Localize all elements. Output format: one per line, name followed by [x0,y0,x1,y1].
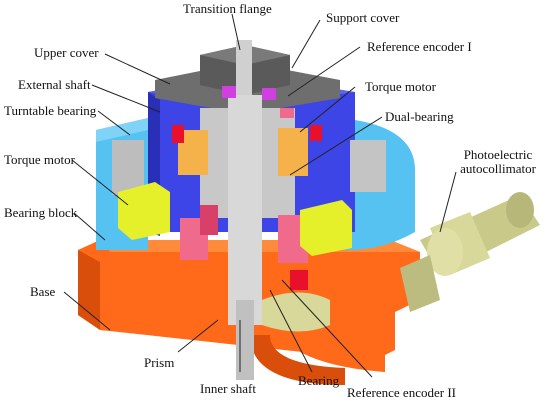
label-transition-flange: Transition flange [183,1,272,16]
leader-lines [63,13,457,378]
label-photoelectric-line1: Photoelectric [463,147,533,162]
accent-parts [172,86,322,143]
label-photoelectric-autocollimator: Photoelectric autocollimator [452,148,544,176]
label-bearing-block: Bearing block [4,205,78,220]
label-external-shaft: External shaft [18,77,91,92]
label-photoelectric-line2: autocollimator [460,161,536,176]
bearing-block-parts [118,182,352,256]
label-inner-shaft: Inner shaft [200,381,256,396]
label-prism: Prism [144,355,175,370]
top-cover-part [155,40,340,114]
autocollimator-part [400,192,540,312]
label-torque-motor-left: Torque motor [4,152,75,167]
label-turntable-bearing: Turntable bearing [4,103,97,118]
label-bearing: Bearing [298,373,340,388]
label-dual-bearing: Dual-bearing [385,109,454,124]
label-upper-cover: Upper cover [34,45,99,60]
label-support-cover: Support cover [326,10,400,25]
label-reference-encoder-2: Reference encoder II [347,385,456,400]
label-base: Base [30,284,56,299]
label-reference-encoder-1: Reference encoder I [367,39,472,54]
label-torque-motor-right: Torque motor [365,79,436,94]
olive-ring [262,292,330,332]
